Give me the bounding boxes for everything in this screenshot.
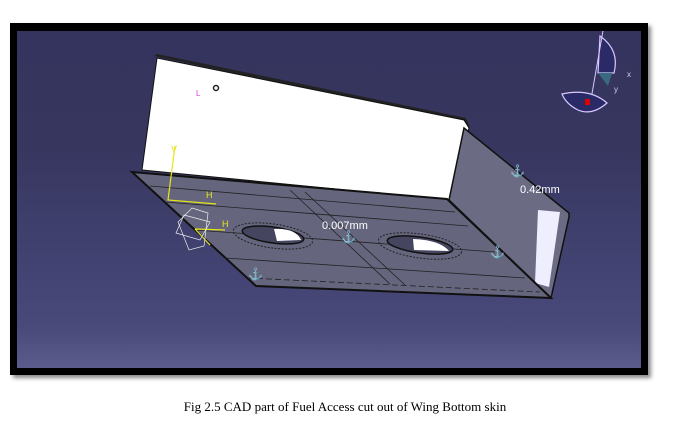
svg-text:y: y [614, 85, 618, 94]
skin-plate [129, 170, 554, 300]
figure-frame: H H V ⚓ ⚓ ⚓ ⚓ L 0.42mm 0.007mm [10, 23, 648, 375]
axis-label-h2: H [222, 219, 229, 229]
axis-label-v: V [171, 144, 177, 154]
cad-viewport[interactable]: H H V ⚓ ⚓ ⚓ ⚓ L 0.42mm 0.007mm [17, 31, 641, 368]
origin-icon: L [196, 89, 201, 98]
dimension-0007[interactable]: 0.007mm [322, 220, 368, 232]
sketch-axis [167, 145, 226, 246]
constraint-anchors: ⚓ ⚓ ⚓ ⚓ [248, 164, 525, 281]
side-flange [535, 210, 560, 287]
top-flange [154, 54, 470, 128]
figure-caption: Fig 2.5 CAD part of Fuel Access cut out … [183, 399, 507, 414]
point-icon [212, 84, 220, 92]
plate-lines [149, 185, 541, 293]
cad-model: H H V ⚓ ⚓ ⚓ ⚓ L 0.42mm 0.007mm [129, 31, 631, 300]
compass-icon[interactable]: x y z [561, 31, 631, 113]
svg-text:x: x [627, 70, 631, 79]
anchor-icon: ⚓ [490, 245, 505, 259]
anchor-icon: ⚓ [510, 164, 525, 178]
fuel-access-hole-1 [232, 222, 314, 250]
fuel-access-hole-2 [377, 232, 463, 260]
plane-gizmo [175, 207, 211, 251]
anchor-icon: ⚓ [248, 267, 263, 281]
axis-label-h1: H [206, 190, 213, 200]
anchor-icon: ⚓ [341, 230, 356, 244]
dimension-042[interactable]: 0.42mm [520, 184, 560, 196]
